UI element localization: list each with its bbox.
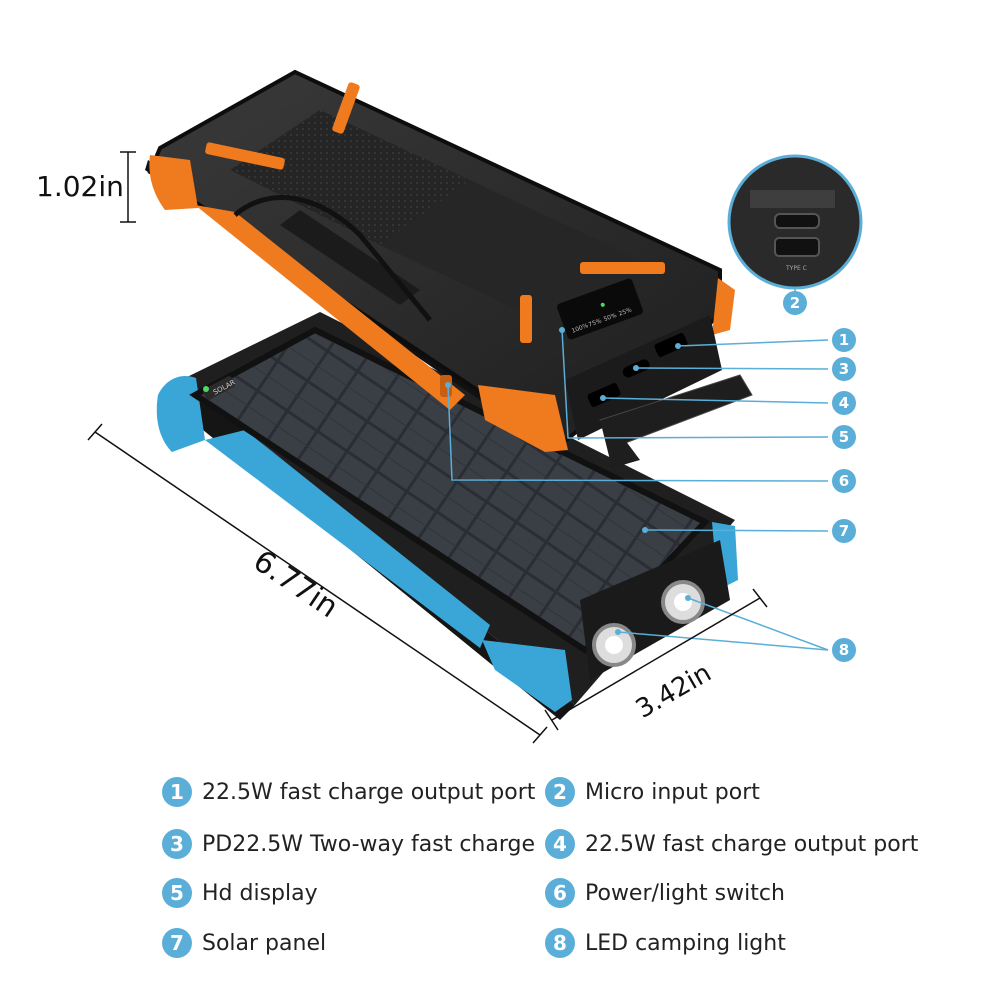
callout-badge-3: 3 xyxy=(832,357,856,381)
svg-text:3: 3 xyxy=(839,360,849,378)
callout-badge-7: 7 xyxy=(832,519,856,543)
callout-badge-4: 4 xyxy=(832,391,856,415)
legend-badge: 5 xyxy=(162,878,192,908)
svg-text:2: 2 xyxy=(790,294,800,312)
orange-accent-2 xyxy=(205,142,285,170)
solar-power-bank-unit: SOLAR xyxy=(156,312,738,720)
svg-text:1: 1 xyxy=(839,331,849,349)
legend-item-3: 3 PD22.5W Two-way fast charge xyxy=(162,827,535,861)
orange-accent-1 xyxy=(332,82,360,134)
callout-dots xyxy=(445,327,691,635)
callout-badge-6: 6 xyxy=(832,469,856,493)
svg-text:6: 6 xyxy=(839,472,849,490)
legend-item-4: 4 22.5W fast charge output port xyxy=(545,827,918,861)
legend-item-1: 1 22.5W fast charge output port xyxy=(162,775,535,809)
legend-badge: 4 xyxy=(545,829,575,859)
orange-side-rail xyxy=(195,205,465,410)
legend-label: 22.5W fast charge output port xyxy=(202,779,536,805)
svg-text:4: 4 xyxy=(839,394,849,412)
legend-badge: 7 xyxy=(162,928,192,958)
legend-label: Solar panel xyxy=(202,930,327,956)
orange-power-bank-unit: 100% 75% 50% 25% xyxy=(145,69,753,468)
legend-item-2: 2 Micro input port xyxy=(545,775,760,809)
hd-display xyxy=(557,278,643,340)
height-dimension: 1.02in xyxy=(36,151,136,223)
solar-indicator xyxy=(203,376,235,400)
legend-item-6: 6 Power/light switch xyxy=(545,876,785,910)
carabiner xyxy=(233,195,432,322)
solar-panel xyxy=(195,330,705,650)
legend-label: Micro input port xyxy=(585,779,760,805)
legend-item-8: 8 LED camping light xyxy=(545,926,786,960)
legend-label: PD22.5W Two-way fast charge xyxy=(202,831,536,857)
blue-side-rail xyxy=(205,430,490,648)
micro-port-inset: TYPE C xyxy=(727,154,863,300)
blue-bumper-front-left xyxy=(482,640,572,712)
callout-lines xyxy=(447,329,829,651)
svg-text:5: 5 xyxy=(839,428,849,446)
legend-badge: 8 xyxy=(545,928,575,958)
orange-accent-4 xyxy=(520,295,532,343)
inset-port-label: TYPE C xyxy=(785,265,807,272)
svg-text:7: 7 xyxy=(839,522,849,540)
legend-badge: 3 xyxy=(162,829,192,859)
legend-badge: 1 xyxy=(162,777,192,807)
callout-badge-5: 5 xyxy=(832,425,856,449)
legend-item-5: 5 Hd display xyxy=(162,876,318,910)
display-level-50: 50% xyxy=(603,312,618,323)
feature-legend: 1 22.5W fast charge output port 2 Micro … xyxy=(0,770,1000,980)
port-4 xyxy=(587,383,621,407)
inset-port-typec xyxy=(774,237,820,257)
height-label: 1.02in xyxy=(36,170,124,203)
port-1 xyxy=(654,333,688,357)
display-level-25: 25% xyxy=(618,306,633,317)
legend-badge: 2 xyxy=(545,777,575,807)
inset-port-upper xyxy=(774,213,820,229)
length-label: 6.77in xyxy=(247,544,345,626)
width-label: 3.42in xyxy=(631,658,717,725)
callout-badge-1: 1 xyxy=(832,328,856,352)
legend-item-7: 7 Solar panel xyxy=(162,926,326,960)
product-diagram: SOLAR 100% 75% 50% xyxy=(36,69,863,744)
orange-accent-3 xyxy=(580,262,665,274)
legend-label: Hd display xyxy=(202,880,318,906)
display-level-75: 75% xyxy=(588,317,603,328)
callout-badge-8: 8 xyxy=(832,638,856,662)
legend-label: LED camping light xyxy=(585,930,786,956)
legend-label: 22.5W fast charge output port xyxy=(585,831,919,857)
svg-text:8: 8 xyxy=(839,641,849,659)
legend-badge: 6 xyxy=(545,878,575,908)
legend-label: Power/light switch xyxy=(585,880,785,906)
orange-bumper-front xyxy=(478,385,568,452)
callout-badge-2: 2 xyxy=(783,291,807,315)
